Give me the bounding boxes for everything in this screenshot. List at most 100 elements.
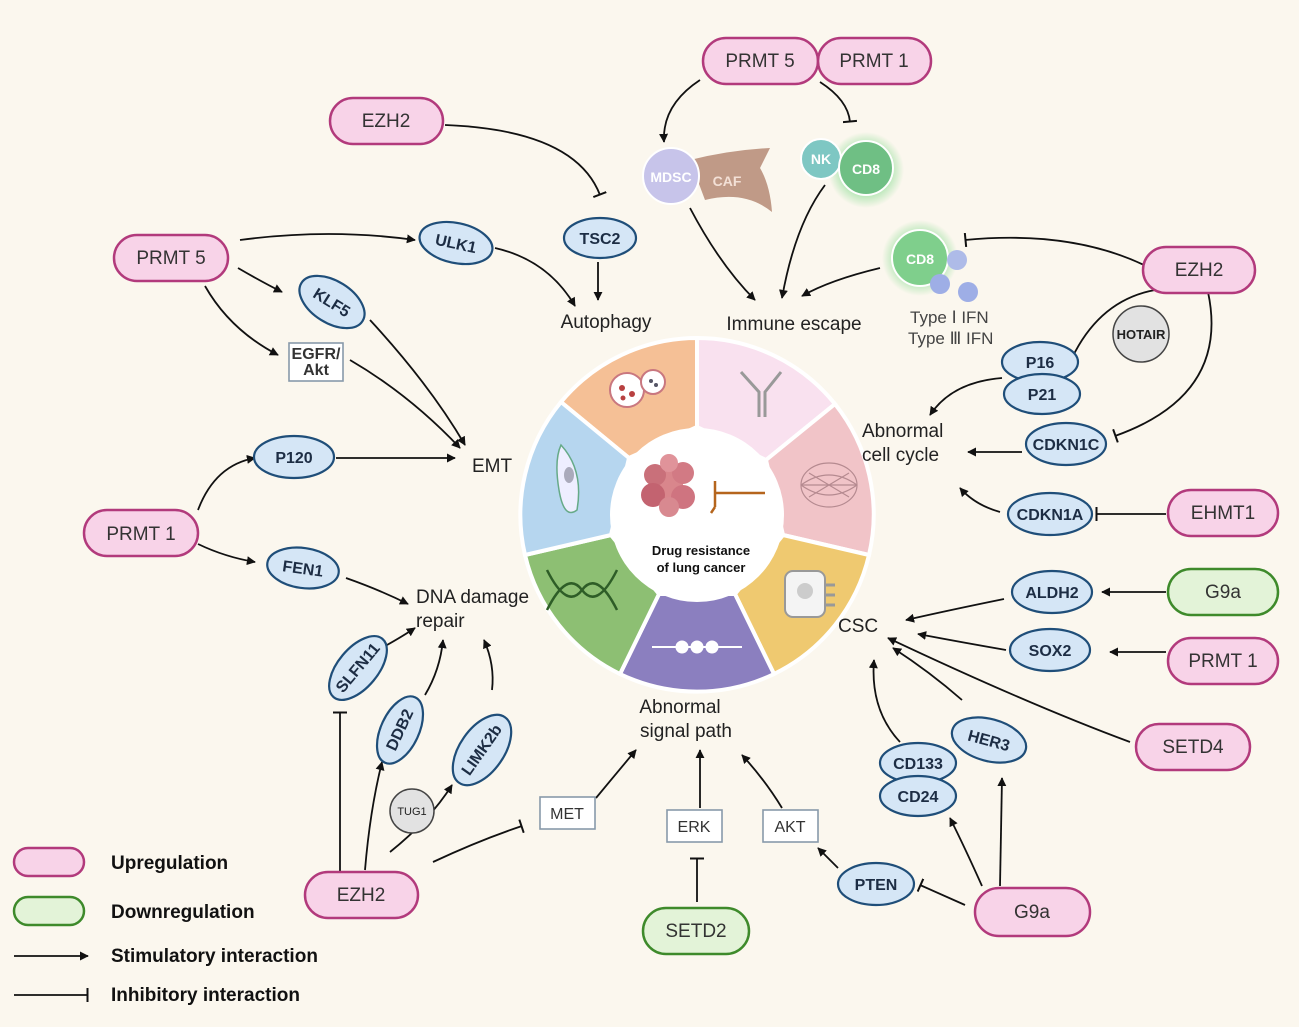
gene-cdkn1c <box>1024 421 1108 467</box>
gene-cd24 <box>878 774 958 818</box>
gene-sox2 <box>1008 627 1092 673</box>
box-erk-label: ERK <box>678 819 711 836</box>
tumor-icon <box>641 454 695 517</box>
gene-pten-label: PTEN <box>855 877 898 894</box>
mdsc-cell <box>642 147 700 205</box>
signal-boxes: EGFR/ Akt MET ERK AKT <box>288 342 819 843</box>
gene-fen1 <box>266 546 340 590</box>
center-title-line2: of lung cancer <box>657 560 746 575</box>
autophagy-icon <box>609 369 666 408</box>
gene-tsc2 <box>562 216 638 260</box>
antibody-icon <box>739 370 783 417</box>
gene-sox2-label: SOX2 <box>1029 643 1072 660</box>
gene-her3 <box>950 716 1028 764</box>
ifn-dot <box>930 274 950 294</box>
pill-setd4 <box>1134 722 1252 772</box>
box-erk <box>666 809 723 843</box>
gene-cd133-label: CD133 <box>893 756 943 773</box>
tug1-label: TUG1 <box>397 806 426 818</box>
nk-label: NK <box>811 151 831 167</box>
caf-label: CAF <box>713 173 742 189</box>
drug-pathway-icon <box>709 481 765 514</box>
label-csc: CSC <box>838 616 878 637</box>
label-emt: EMT <box>472 456 513 477</box>
pill-ezh2-top-label: EZH2 <box>362 111 411 132</box>
pill-ezh2-bottom-label: EZH2 <box>337 885 386 906</box>
ifn-type3-label: Type Ⅲ IFN <box>908 329 993 348</box>
pill-ehmt1-label: EHMT1 <box>1191 503 1255 524</box>
label-abnormal-cell-cycle-line1: Abnormal <box>862 421 943 442</box>
gene-tsc2-label: TSC2 <box>580 231 621 248</box>
cell-icon <box>556 443 580 514</box>
box-akt-label: AKT <box>774 819 805 836</box>
gene-p120-label: P120 <box>275 450 312 467</box>
label-abnormal-cell-cycle-line2: cell cycle <box>862 445 939 466</box>
pill-prmt5-left <box>112 233 230 283</box>
gene-p21-label: P21 <box>1028 387 1057 404</box>
label-immune-escape: Immune escape <box>726 314 861 335</box>
pill-ezh2-right-label: EZH2 <box>1175 260 1224 281</box>
pill-prmt1-top <box>816 36 933 86</box>
box-met-label: MET <box>550 806 584 823</box>
gene-fen1-label: FEN1 <box>281 558 324 581</box>
center-title-line1: Drug resistance <box>652 543 750 558</box>
pill-prmt5-top-label: PRMT 5 <box>725 51 794 72</box>
segment-dna-repair <box>522 532 662 677</box>
label-dna-repair-line2: repair <box>416 611 465 632</box>
gene-aldh2 <box>1010 569 1094 615</box>
pill-prmt1-right-label: PRMT 1 <box>1188 651 1257 672</box>
pill-ezh2-bottom <box>303 870 420 920</box>
mdsc-label: MDSC <box>650 169 691 185</box>
label-autophagy: Autophagy <box>561 312 652 333</box>
signal-path-icon <box>652 640 742 654</box>
pill-prmt1-left-label: PRMT 1 <box>106 524 175 545</box>
dna-icon <box>545 569 619 611</box>
cd8-top-label: CD8 <box>852 161 880 177</box>
ifn-dot <box>958 282 978 302</box>
gene-ulk1 <box>418 220 494 266</box>
pill-ezh2-top <box>328 96 445 146</box>
gene-nodes: ULK1 TSC2 KLF5 P120 FEN1 P16 P21 CDKN1C … <box>252 216 1108 907</box>
pill-g9a-bottom <box>973 886 1092 938</box>
immune-cells: MDSC CAF NK CD8 CD8 Type Ⅰ IFN Type Ⅲ IF… <box>642 132 993 348</box>
ifn-dot <box>947 250 967 270</box>
spindle-icon <box>800 462 858 508</box>
pill-prmt5-left-label: PRMT 5 <box>136 248 205 269</box>
pill-g9a-bottom-label: G9a <box>1014 902 1050 923</box>
pill-prmt1-right <box>1166 636 1280 686</box>
gene-pten <box>836 861 916 907</box>
stem-cell-icon <box>784 570 835 618</box>
legend-up-swatch <box>12 846 86 878</box>
gene-p120 <box>252 434 336 480</box>
box-met <box>539 796 596 830</box>
box-egfr-akt <box>288 342 344 382</box>
tug1-node <box>389 788 435 834</box>
gene-cdkn1a-label: CDKN1A <box>1017 507 1084 524</box>
hotair-label: HOTAIR <box>1117 327 1166 342</box>
process-labels: Autophagy Immune escape EMT Abnormal cel… <box>416 312 943 742</box>
pill-setd2 <box>641 906 751 956</box>
pill-g9a-right-label: G9a <box>1205 582 1241 603</box>
legend-down-label: Downregulation <box>111 902 255 923</box>
lncrna-nodes: HOTAIR TUG1 <box>389 305 1170 834</box>
label-signal-path-line2: signal path <box>640 721 732 742</box>
center-hub <box>610 428 784 602</box>
pill-ezh2-right <box>1141 245 1257 295</box>
pill-g9a-right <box>1166 567 1280 617</box>
label-dna-repair-line1: DNA damage <box>416 587 529 608</box>
hotair-node <box>1112 305 1170 363</box>
regulator-pills: PRMT 5 PRMT 1 EZH2 PRMT 5 EZH2 PRMT 1 EH… <box>82 36 1280 956</box>
gene-klf5 <box>298 274 366 330</box>
legend-down-swatch <box>12 895 86 927</box>
legend-up-label: Upregulation <box>111 853 228 874</box>
label-signal-path-line1: Abnormal <box>639 697 720 718</box>
cd8-cell-top <box>838 140 894 196</box>
gene-cdkn1a <box>1006 491 1094 537</box>
legend: Upregulation Downregulation Stimulatory … <box>12 846 318 1006</box>
cd8-right-label: CD8 <box>906 251 934 267</box>
box-egfr-akt-label-2: Akt <box>303 362 329 379</box>
pill-setd2-label: SETD2 <box>665 921 726 942</box>
gene-limk2b <box>451 713 513 787</box>
